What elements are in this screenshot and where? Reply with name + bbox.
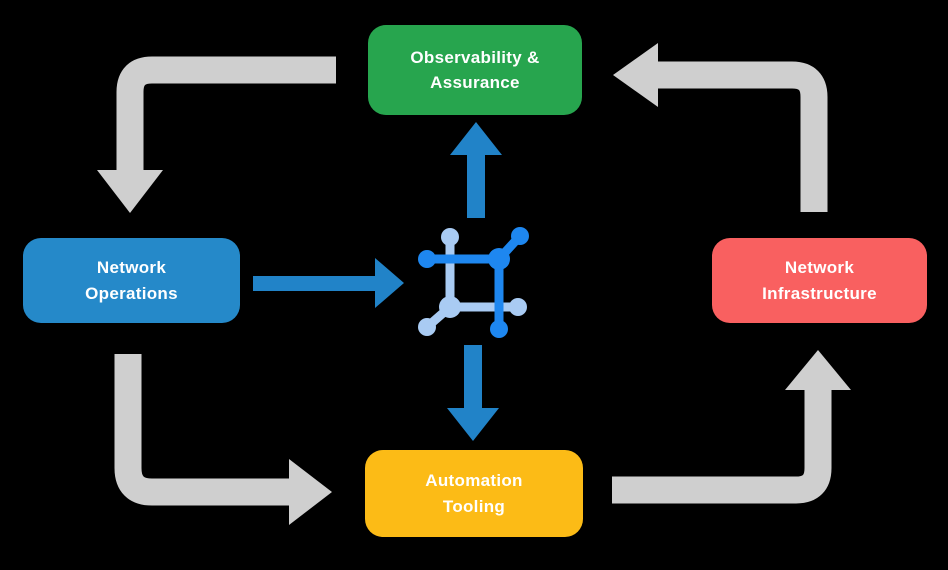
arrow-infrastructure-to-observability: [613, 43, 828, 212]
node-network-infrastructure: Network Infrastructure: [712, 238, 927, 323]
node-network-operations-label: Network Operations: [85, 258, 178, 303]
arrow-operations-to-center: [253, 258, 404, 308]
node-network-infrastructure-label: Network Infrastructure: [762, 258, 877, 303]
arrow-automation-to-infrastructure: [612, 350, 851, 504]
node-automation-tooling-label: Automation Tooling: [425, 471, 523, 516]
arrow-operations-to-automation: [114, 354, 332, 525]
node-observability-assurance-label: Observability & Assurance: [410, 47, 540, 93]
node-observability-assurance: Observability & Assurance: [368, 25, 582, 115]
node-automation-tooling: Automation Tooling: [365, 450, 583, 537]
network-mesh-icon-dark-part: [418, 227, 529, 338]
node-network-operations: Network Operations: [23, 238, 240, 323]
arrow-observability-to-operations: [97, 56, 336, 213]
arrow-center-to-automation: [447, 345, 499, 441]
arrow-center-to-observability: [450, 122, 502, 218]
network-mesh-icon: [418, 227, 529, 338]
